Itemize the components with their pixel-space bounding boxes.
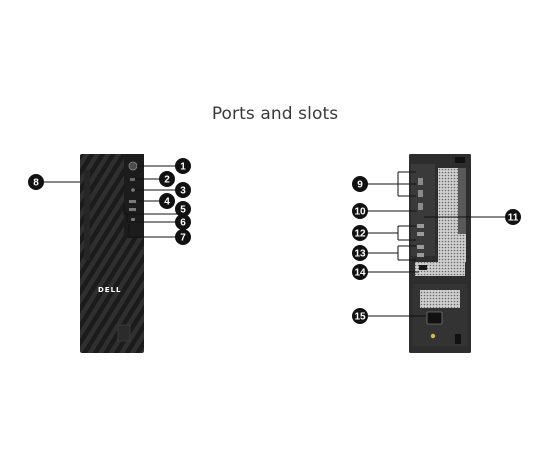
callout-12: 12 [352, 225, 368, 241]
callout-9: 9 [352, 176, 368, 192]
front-usb-c-port [131, 218, 135, 221]
front-bottom-panel [117, 324, 131, 342]
callout-10-label: 10 [354, 207, 366, 218]
rear-port-6 [417, 245, 424, 249]
psu-latch [455, 334, 461, 344]
page-title: Ports and slots [211, 104, 339, 124]
callout-11: 11 [505, 209, 521, 225]
callout-8: 8 [28, 174, 44, 190]
callout-2-label: 2 [164, 175, 170, 186]
callout-13-label: 13 [354, 249, 366, 260]
rear-port-8 [419, 265, 427, 270]
dell-logo: DELL [98, 286, 122, 294]
front-port-2 [130, 178, 135, 181]
power-connector-icon [426, 311, 443, 325]
psu-led-icon [430, 333, 436, 339]
rear-callout-lines [368, 171, 505, 317]
psu-vent [420, 290, 460, 308]
callout-4: 4 [159, 193, 175, 209]
callout-14: 14 [352, 264, 368, 280]
callout-7-label: 7 [180, 233, 186, 244]
front-control-strip [124, 154, 144, 238]
rear-grill-band [415, 262, 465, 276]
rear-port-1 [418, 178, 423, 185]
rear-port-3 [418, 203, 423, 210]
front-callout-lines [44, 165, 178, 238]
rear-latch [455, 157, 465, 163]
callout-15: 15 [352, 308, 368, 324]
callout-3-label: 3 [180, 186, 186, 197]
callout-9-label: 9 [357, 180, 363, 191]
rear-port-5 [417, 232, 424, 236]
front-bay-indent [84, 170, 90, 260]
callout-3: 3 [175, 182, 191, 198]
callout-1-label: 1 [180, 162, 186, 173]
front-view: DELL [80, 154, 144, 353]
callout-8-label: 8 [33, 178, 39, 189]
rear-port-7 [417, 253, 424, 257]
expansion-slot-1 [458, 168, 466, 234]
callout-6: 6 [175, 214, 191, 230]
callout-13: 13 [352, 245, 368, 261]
callout-11-label: 11 [508, 213, 519, 224]
callout-4-label: 4 [164, 197, 170, 208]
rear-view [409, 154, 471, 353]
callout-15-label: 15 [354, 312, 366, 323]
rear-port-4 [417, 224, 424, 228]
callout-5-label: 5 [180, 205, 186, 216]
callout-7: 7 [175, 229, 191, 245]
callout-1: 1 [175, 158, 191, 174]
callout-2: 2 [159, 171, 175, 187]
front-usb-port-4 [129, 200, 136, 203]
callout-6-label: 6 [180, 218, 186, 229]
callout-14-label: 14 [354, 268, 366, 279]
audio-jack-icon [131, 188, 135, 192]
callout-5: 5 [175, 201, 191, 217]
front-usb-port-5 [129, 208, 136, 211]
rear-port-2 [418, 190, 423, 197]
callout-12-label: 12 [354, 229, 366, 240]
power-button-icon [128, 161, 138, 171]
callout-10: 10 [352, 203, 368, 219]
